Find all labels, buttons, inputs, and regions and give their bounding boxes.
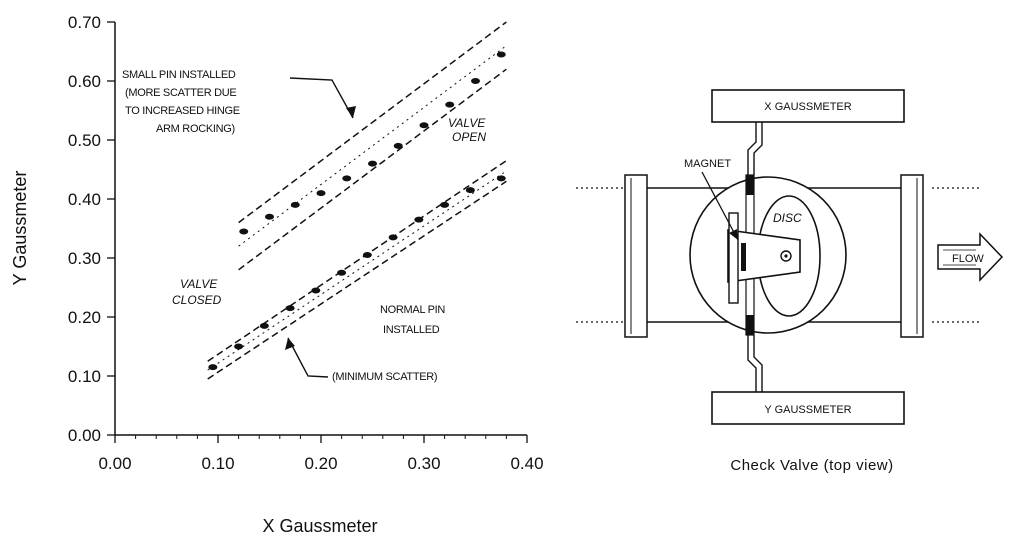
scatter-point-series-2	[337, 269, 347, 276]
band-center-line-1	[238, 45, 507, 247]
valve-open-annotation: VALVE OPEN	[448, 116, 486, 144]
scatter-point-series-2	[234, 343, 244, 350]
y-tick-label: 0.10	[68, 367, 101, 386]
scatter-point-series-2	[440, 201, 450, 208]
small-pin-line-3: TO INCREASED HINGE	[125, 105, 240, 117]
scatter-point-series-2	[496, 175, 506, 182]
x-probe-wire-a	[747, 122, 757, 175]
diagram-caption: Check Valve (top view)	[730, 457, 893, 474]
scatter-points	[208, 51, 506, 371]
valve-closed-line-1: VALVE	[180, 277, 218, 291]
y-tick-label: 0.20	[68, 308, 101, 327]
scatter-point-series-1	[342, 175, 352, 182]
magnet-label: MAGNET	[684, 158, 731, 170]
band-upper-line-2	[207, 160, 507, 362]
flow-arrow	[937, 232, 1004, 282]
scatter-point-series-1	[368, 160, 377, 167]
scatter-point-series-2	[285, 305, 295, 312]
small-pin-line-1: SMALL PIN INSTALLED	[122, 69, 236, 81]
y-tick-label: 0.50	[68, 131, 101, 150]
x-axis-title: X Gaussmeter	[262, 516, 377, 536]
y-gaussmeter-box	[711, 391, 905, 425]
scatter-chart: 0.00 0.10 0.20 0.30 0.40 0.00 0.10 0.20 0.30 0.40…	[10, 13, 544, 536]
scatter-point-series-2	[311, 287, 321, 294]
x-tick-label: 0.30	[407, 454, 440, 473]
scatter-point-series-2	[465, 187, 475, 194]
scatter-point-series-2	[388, 234, 398, 241]
x-tick-label: 0.40	[510, 454, 543, 473]
x-tick-label: 0.10	[201, 454, 234, 473]
valve-open-line-1: VALVE	[448, 116, 486, 130]
small-pin-line-4: ARM ROCKING)	[156, 123, 235, 135]
flow-label: FLOW	[952, 253, 984, 265]
scatter-point-series-2	[414, 216, 424, 223]
band-lower-line-2	[207, 180, 507, 380]
y-axis-title: Y Gaussmeter	[10, 171, 30, 286]
small-pin-line-2: (MORE SCATTER DUE	[125, 87, 236, 99]
y-tick-label: 0.70	[68, 13, 101, 32]
band-lower-line-1	[238, 68, 507, 271]
small-pin-annotation: SMALL PIN INSTALLED (MORE SCATTER DUE TO…	[122, 69, 356, 135]
magnet-leader-line	[701, 171, 739, 241]
x-gaussmeter-box	[711, 89, 905, 123]
band-center-line-2	[207, 170, 507, 371]
valve-open-line-2: OPEN	[452, 130, 486, 144]
scatter-point-series-2	[259, 322, 269, 329]
y-tick-label: 0.30	[68, 249, 101, 268]
y-tick-label: 0.60	[68, 72, 101, 91]
normal-pin-line-2: INSTALLED	[383, 324, 440, 336]
magnet-arrowhead	[729, 229, 738, 240]
scatter-point-series-1	[265, 213, 274, 220]
magnet-block	[741, 243, 746, 271]
scatter-point-series-1	[445, 101, 455, 108]
normal-pin-arrowhead	[285, 338, 295, 350]
scatter-point-series-1	[239, 228, 249, 235]
y-gaussmeter-label: Y GAUSSMETER	[764, 404, 851, 416]
small-pin-arrowhead	[346, 106, 356, 118]
x-tick-label: 0.00	[98, 454, 131, 473]
scatter-point-series-1	[290, 201, 300, 208]
x-probe-wire-b	[753, 122, 763, 175]
normal-pin-line-1: NORMAL PIN	[380, 304, 445, 316]
scatter-point-series-1	[316, 190, 326, 197]
normal-pin-leader-line	[287, 337, 329, 378]
y-probe-wire-b	[753, 335, 763, 392]
band-upper-line-1	[238, 21, 507, 224]
scatter-point-series-1	[393, 142, 403, 149]
right-flange	[900, 174, 924, 338]
scatter-point-series-1	[496, 51, 506, 58]
y-tick-label: 0.40	[68, 190, 101, 209]
normal-pin-line-3: (MINIMUM SCATTER)	[332, 371, 437, 383]
valve-closed-line-2: CLOSED	[172, 293, 222, 307]
y-tick-label: 0.00	[68, 426, 101, 445]
scatter-point-series-2	[208, 364, 218, 371]
scatter-point-series-1	[419, 122, 429, 129]
magnet-holder	[728, 212, 739, 304]
scatter-bands	[207, 21, 507, 380]
scatter-point-series-2	[362, 252, 372, 259]
normal-pin-annotation: NORMAL PIN INSTALLED (MINIMUM SCATTER)	[285, 304, 446, 383]
x-tick-label: 0.20	[304, 454, 337, 473]
disc-label: DISC	[773, 211, 802, 225]
valve-closed-annotation: VALVE CLOSED	[172, 277, 222, 307]
chart-axes: 0.00 0.10 0.20 0.30 0.40 0.00 0.10 0.20 0.30 0.40…	[68, 13, 544, 473]
x-gaussmeter-label: X GAUSSMETER	[764, 101, 851, 113]
y-probe-wire-a	[747, 335, 757, 392]
scatter-point-series-1	[471, 78, 480, 84]
check-valve-diagram: X GAUSSMETER Y GAUSSMETER DISC MAGNET FL…	[576, 89, 1004, 474]
small-pin-leader-line	[289, 77, 354, 119]
left-flange	[624, 174, 648, 338]
